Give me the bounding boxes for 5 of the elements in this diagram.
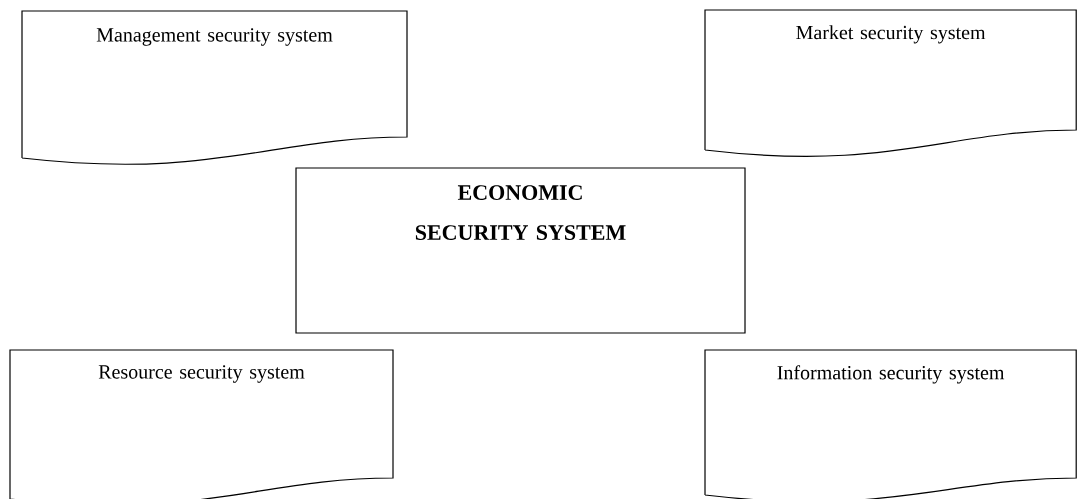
document-shape: Management security system <box>21 10 408 165</box>
document-shape: Information security system <box>704 349 1077 499</box>
document-shape: Resource security system <box>9 349 394 499</box>
system-box: ECONOMIC SECURITY SYSTEM <box>295 167 746 334</box>
document-shape: Market security system <box>704 9 1077 157</box>
